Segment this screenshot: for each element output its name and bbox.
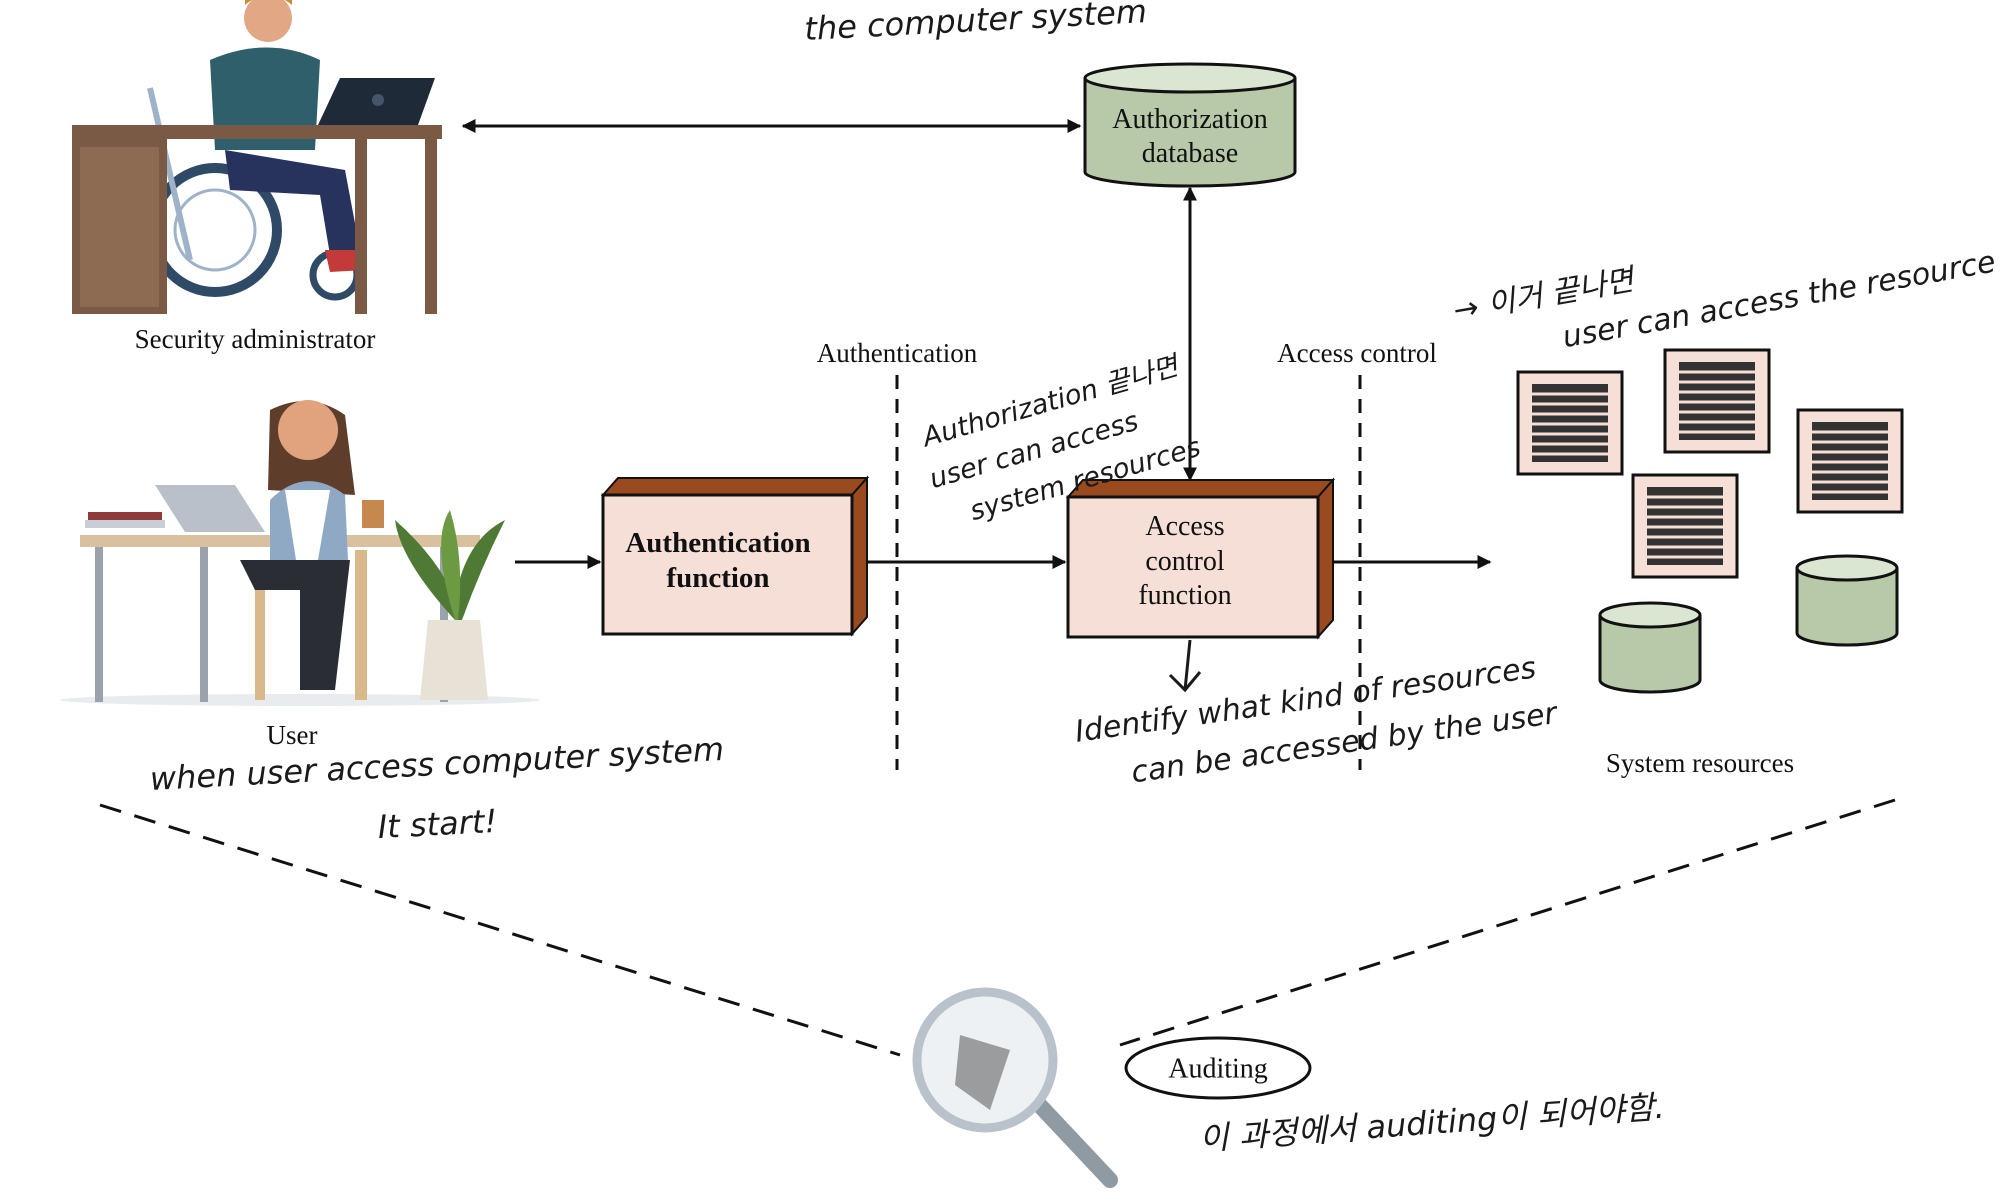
note-resources: → 이거 끝나면 user can access the resource	[1451, 244, 1999, 355]
document-icon	[1516, 370, 1624, 476]
magnifier-icon	[912, 987, 1118, 1188]
document-icon	[1631, 473, 1739, 579]
note-identify: Identify what kind of resources can be a…	[1073, 650, 1561, 790]
note-computer-system: the computer system	[803, 0, 1147, 48]
authorization-database-line-2: database	[1142, 138, 1238, 169]
security-admin-label: Security administrator	[135, 324, 376, 354]
auditing-circle	[1124, 1036, 1312, 1100]
database-icon	[1795, 554, 1899, 647]
auditing-label: Auditing	[1168, 1053, 1268, 1084]
access-control-function-line-3: function	[1138, 580, 1231, 611]
document-icon	[1796, 408, 1904, 514]
authorization-database: Authorization database	[1083, 62, 1297, 188]
auditing-left-dashed-line	[99, 803, 901, 1057]
access-control-function-box: Access control function	[1065, 477, 1336, 640]
authorization-database-line-1: Authorization	[1112, 104, 1268, 135]
access-control-label: Access control	[1277, 338, 1437, 368]
note-user-start-line-1: when user access computer system	[149, 730, 725, 798]
auditing-right-dashed-line	[1119, 798, 1896, 1047]
authentication-label: Authentication	[817, 338, 978, 368]
database-icon	[1598, 601, 1702, 694]
access-control-function-line-2: control	[1145, 546, 1225, 577]
system-resources-label: System resources	[1606, 748, 1794, 778]
note-identify-arrow	[1168, 639, 1202, 693]
note-auditing: 이 과정에서 auditing이 되어야함.	[1198, 1088, 1666, 1158]
note-resources-line-2: user can access the resource	[1560, 244, 1998, 355]
authentication-function-line-1: Authentication	[625, 527, 810, 559]
access-control-function-line-1: Access	[1145, 511, 1224, 542]
user-label: User	[267, 720, 318, 750]
document-icon	[1663, 348, 1771, 454]
authentication-function-line-2: function	[666, 562, 769, 594]
system-resources	[1516, 348, 1904, 694]
user-illustration-icon	[60, 400, 540, 706]
note-user-start-line-2: It start!	[377, 802, 498, 846]
authentication-function-box: Authentication function	[600, 475, 870, 637]
note-user-start: when user access computer system It star…	[149, 730, 725, 846]
admin-illustration-icon	[72, 0, 442, 314]
